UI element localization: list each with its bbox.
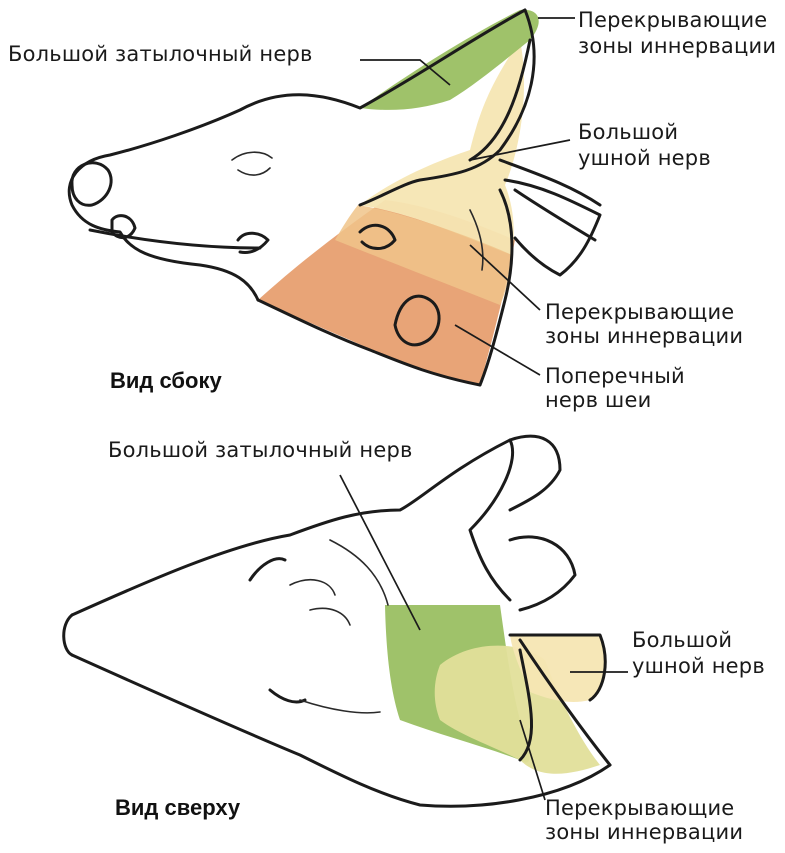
label-side-overlap-mid-2: зоны иннервации	[545, 324, 744, 348]
side-neck-front	[256, 298, 482, 387]
leader-side-overlap-mid	[469, 244, 541, 311]
top-cheek	[299, 699, 381, 714]
side-eye	[231, 151, 273, 176]
top-view-leaders	[339, 474, 628, 801]
side-lip-detail	[110, 214, 137, 239]
top-head-outline	[70, 438, 515, 617]
top-head-bottom	[70, 653, 612, 808]
side-ear-flap	[503, 178, 602, 277]
label-side-transverse-1: Поперечный	[545, 364, 685, 388]
side-ear-inner	[469, 209, 484, 271]
leader-side-great-auricular	[469, 139, 571, 161]
label-top-great-auricular-1: Большой	[632, 628, 733, 652]
side-view-leaders	[360, 17, 575, 376]
label-side-great-auricular-2: ушной нерв	[578, 146, 711, 170]
top-view-drawing	[62, 434, 612, 808]
top-ear-upper	[508, 434, 562, 512]
leader-side-greater-occipital	[360, 59, 451, 86]
leader-top-overlap	[519, 719, 546, 801]
leader-top-greater-occipital	[339, 474, 421, 631]
side-jaw-detail	[236, 231, 270, 254]
label-side-greater-occipital: Большой затылочный нерв	[8, 42, 313, 66]
label-side-overlap-mid-1: Перекрывающие	[545, 300, 735, 324]
great-auricular-zone-side	[360, 40, 525, 255]
side-neck-line	[498, 158, 602, 242]
side-head-outline	[67, 8, 527, 302]
greater-occipital-zone-side	[360, 9, 539, 110]
top-inner-left	[518, 648, 533, 762]
great-auricular-zone-top	[510, 635, 606, 703]
top-ear-flap	[508, 535, 577, 612]
side-neck-back	[478, 188, 514, 387]
label-side-transverse-2: нерв шеи	[545, 388, 652, 412]
side-view-drawing	[67, 8, 602, 387]
side-view-title: Вид сбоку	[110, 368, 222, 393]
overlap-zone-side	[335, 205, 512, 305]
overlap-zone-top	[434, 645, 600, 774]
label-top-great-auricular-2: ушной нерв	[632, 654, 765, 678]
label-side-overlap-top-2: зоны иннервации	[578, 34, 777, 58]
side-mouth	[88, 228, 262, 250]
top-brow	[289, 579, 351, 626]
label-top-greater-occipital: Большой затылочный нерв	[108, 438, 413, 462]
side-cheek-swirl	[358, 223, 397, 250]
top-ear-right	[508, 633, 612, 767]
side-nose	[70, 161, 113, 207]
label-top-overlap-2: зоны иннервации	[545, 820, 744, 844]
side-ear-front	[358, 8, 536, 207]
label-side-great-auricular-1: Большой	[578, 120, 679, 144]
side-ear-back	[468, 38, 532, 162]
label-top-overlap-1: Перекрывающие	[545, 796, 735, 820]
side-neck-swirl	[393, 294, 441, 347]
top-skull-line	[329, 539, 389, 606]
label-side-overlap-top-1: Перекрывающие	[578, 8, 768, 32]
top-view-title: Вид сверху	[115, 795, 241, 820]
top-muzzle	[62, 613, 74, 657]
top-eye-upper	[248, 557, 287, 582]
leader-side-transverse	[454, 324, 541, 376]
